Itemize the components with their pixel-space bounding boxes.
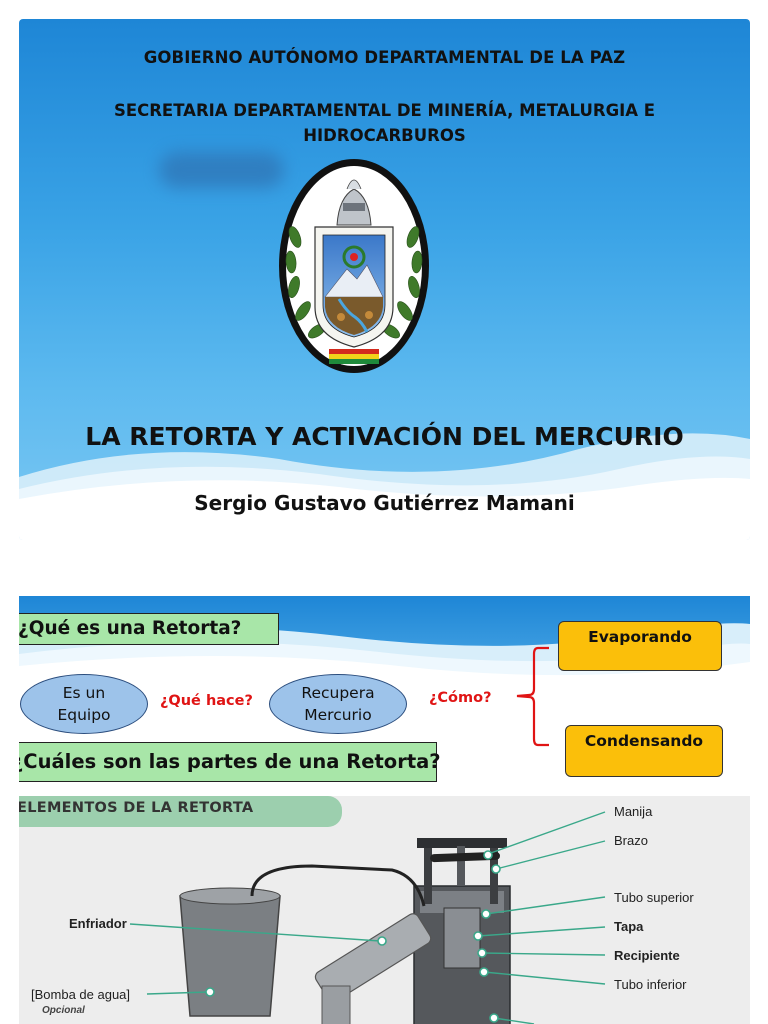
question-what-is-retort: ¿Qué es una Retorta? (19, 613, 279, 645)
secretariat-line-1: SECRETARIA DEPARTAMENTAL DE MINERÍA, MET… (113, 101, 656, 120)
label-handle: Manija (614, 804, 653, 819)
organization-name: GOBIERNO AUTÓNOMO DEPARTAMENTAL DE LA PA… (143, 48, 626, 67)
box-evaporating: Evaporando (558, 621, 722, 671)
secretariat-line-2: HIDROCARBUROS (303, 126, 466, 145)
label-cooler: Enfriador (69, 916, 127, 931)
ellipse-1-line-2: Equipo (57, 706, 111, 724)
label-arm: Brazo (614, 833, 648, 848)
label-upper-tube: Tubo superior (614, 890, 694, 905)
photo-heading: ELEMENTOS DE LA RETORTA (19, 800, 254, 816)
retort-elements-photo: ELEMENTOS DE LA RETORTA (19, 796, 750, 1024)
question-retort-parts: ¿Cuáles son las partes de una Retorta? (19, 742, 441, 782)
label-lid: Tapa (614, 919, 644, 934)
box-condensing: Condensando (565, 725, 723, 777)
author-name: Sergio Gustavo Gutiérrez Mamani (194, 491, 575, 515)
la-paz-seal-logo (279, 159, 429, 373)
label-container: Recipiente (614, 948, 680, 963)
ellipse-2-line-1: Recupera (301, 684, 375, 702)
ellipse-1-line-1: Es un (62, 684, 106, 702)
label-lower-tube: Tubo inferior (614, 977, 687, 992)
ellipse-is-equipment: Es un Equipo (20, 674, 148, 734)
photo-heading-band (19, 796, 342, 827)
title-slide: GOBIERNO AUTÓNOMO DEPARTAMENTAL DE LA PA… (19, 19, 750, 540)
how-label: ¿Cómo? (429, 690, 492, 706)
label-water-pump: [Bomba de agua] (31, 987, 131, 1002)
label-optional: Opcional (42, 1005, 85, 1016)
blurred-smudge (159, 152, 284, 188)
ellipse-2-line-2: Mercurio (304, 706, 372, 724)
what-does-label: ¿Qué hace? (160, 693, 253, 709)
decorative-waves (19, 433, 750, 540)
retort-slide: ¿Qué es una Retorta? Es un Equipo ¿Qué ha… (19, 596, 750, 1024)
retort-illustration (129, 811, 606, 1024)
presentation-title: LA RETORTA Y ACTIVACIÓN DEL MERCURIO (85, 422, 684, 451)
